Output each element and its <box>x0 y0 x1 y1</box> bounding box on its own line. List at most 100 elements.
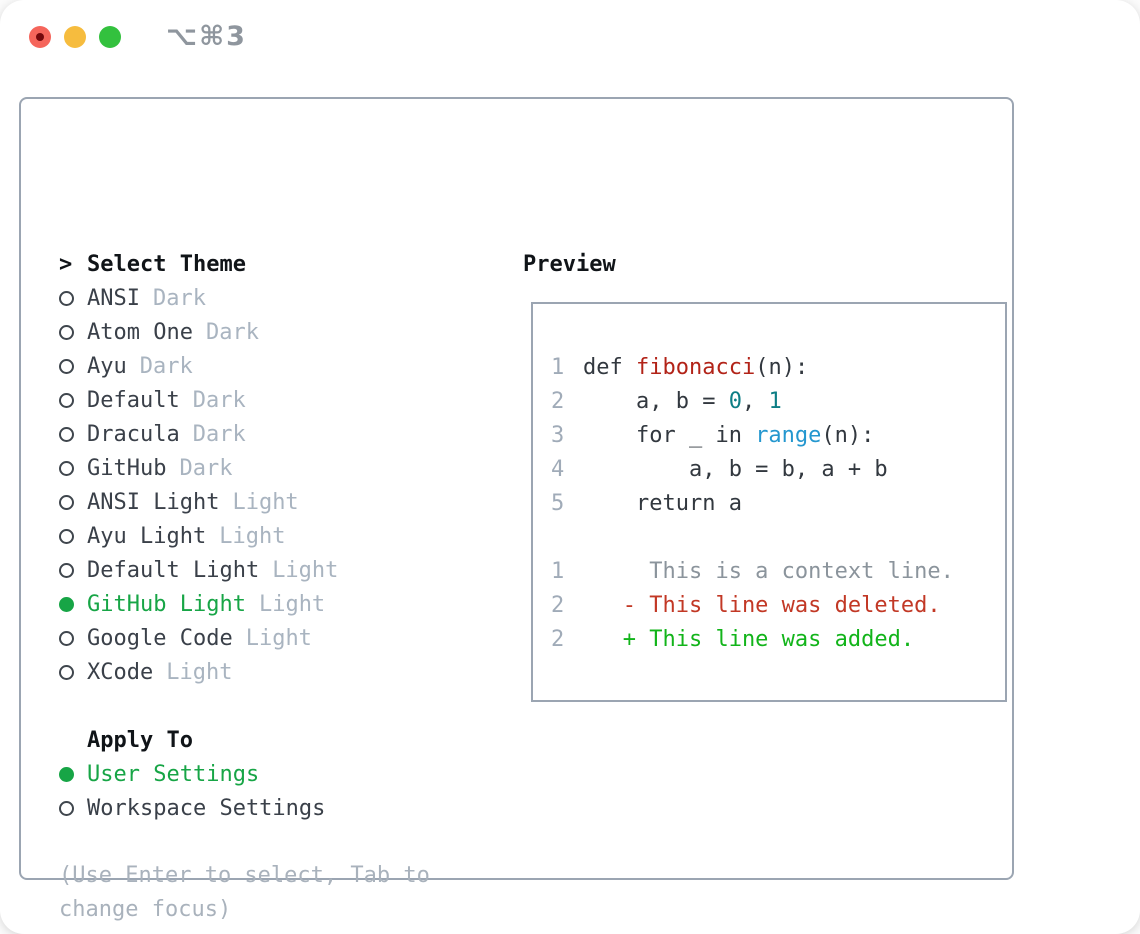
theme-item-default-light[interactable]: Default Light Light <box>59 553 338 587</box>
code-segment-code: for _ in <box>583 422 756 448</box>
apply-item-label: User Settings <box>87 761 260 787</box>
radio-column <box>59 392 87 408</box>
code-line: 4 a, b = b, a + b <box>551 452 954 486</box>
line-number: 4 <box>551 456 565 482</box>
window-shortcut-label: ⌥⌘3 <box>166 21 247 52</box>
code-line: 2 + This line was added. <box>551 622 954 656</box>
theme-name: Default <box>87 387 180 413</box>
select-theme-title: Select Theme <box>87 251 246 277</box>
radio-column <box>59 664 87 680</box>
apply-to-header: Apply To <box>59 723 325 757</box>
code-segment-num: 1 <box>768 388 782 414</box>
theme-name: Atom One <box>87 319 193 345</box>
radio-unselected-icon[interactable] <box>59 528 74 544</box>
help-line-1: (Use Enter to select, Tab to <box>59 863 430 888</box>
code-segment-added: + This line was added. <box>583 626 915 652</box>
code-segment-num: 0 <box>728 388 742 414</box>
theme-item-ansi-light[interactable]: ANSI Light Light <box>59 485 338 519</box>
radio-column <box>59 494 87 510</box>
theme-name: Ayu Light <box>87 523 207 549</box>
preview-title: Preview <box>523 251 616 277</box>
theme-item-github[interactable]: GitHub Dark <box>59 451 338 485</box>
apply-item-user-settings[interactable]: User Settings <box>59 757 325 791</box>
code-line: 3 for _ in range(n): <box>551 418 954 452</box>
select-theme-header: > Select Theme <box>59 247 338 281</box>
titlebar: ⌥⌘3 <box>0 0 1140 74</box>
apply-item-workspace-settings[interactable]: Workspace Settings <box>59 791 325 825</box>
help-line-2: change focus) <box>59 897 232 922</box>
zoom-button[interactable] <box>99 26 121 48</box>
theme-variant-badge: Light <box>272 557 339 583</box>
code-segment-builtin: range <box>755 422 822 448</box>
radio-unselected-icon[interactable] <box>59 664 74 680</box>
code-segment-code: a, b = b, a + b <box>583 456 888 482</box>
theme-variant-badge: Dark <box>179 455 233 481</box>
close-button[interactable] <box>29 26 51 48</box>
theme-variant-badge: Light <box>258 591 326 617</box>
theme-name: Dracula <box>87 421 180 447</box>
code-segment-code: def <box>583 354 636 380</box>
code-segment-func: fibonacci <box>635 354 756 380</box>
apply-to-title: Apply To <box>87 727 193 753</box>
radio-unselected-icon[interactable] <box>59 562 74 578</box>
theme-name: Default Light <box>87 557 260 583</box>
code-segment-context: This is a context line. <box>583 558 954 584</box>
radio-column <box>59 766 87 782</box>
radio-unselected-icon[interactable] <box>59 426 74 442</box>
theme-name: GitHub <box>87 455 167 481</box>
theme-variant-badge: Dark <box>192 421 246 447</box>
radio-unselected-icon[interactable] <box>59 460 74 476</box>
radio-column <box>59 562 87 578</box>
theme-item-ayu-light[interactable]: Ayu Light Light <box>59 519 338 553</box>
line-number: 1 <box>551 354 565 380</box>
radio-column <box>59 324 87 340</box>
radio-column <box>59 426 87 442</box>
code-segment-code: return a <box>583 490 742 516</box>
radio-column <box>59 290 87 306</box>
line-number: 1 <box>551 558 565 584</box>
theme-item-xcode[interactable]: XCode Light <box>59 655 338 689</box>
radio-selected-icon[interactable] <box>59 766 74 782</box>
theme-variant-badge: Light <box>166 659 233 685</box>
radio-unselected-icon[interactable] <box>59 630 74 646</box>
radio-unselected-icon[interactable] <box>59 290 74 306</box>
radio-unselected-icon[interactable] <box>59 800 74 816</box>
code-line: 5 return a <box>551 486 954 520</box>
code-line: 2 - This line was deleted. <box>551 588 954 622</box>
theme-variant-badge: Light <box>232 489 299 515</box>
theme-name: Google Code <box>87 625 233 651</box>
radio-column <box>59 596 87 612</box>
code-line: 2 a, b = 0, 1 <box>551 384 954 418</box>
line-number: 5 <box>551 490 565 516</box>
theme-name: XCode <box>87 659 154 685</box>
traffic-lights <box>29 26 121 48</box>
radio-unselected-icon[interactable] <box>59 324 74 340</box>
theme-name: ANSI <box>87 285 140 311</box>
code-segment-code: , <box>741 388 769 414</box>
radio-unselected-icon[interactable] <box>59 392 74 408</box>
theme-variant-badge: Light <box>219 523 286 549</box>
theme-variant-badge: Dark <box>139 353 193 379</box>
radio-unselected-icon[interactable] <box>59 358 74 374</box>
radio-column <box>59 460 87 476</box>
radio-unselected-icon[interactable] <box>59 494 74 510</box>
line-number: 2 <box>551 388 565 414</box>
code-line <box>551 520 954 554</box>
radio-column <box>59 800 87 816</box>
theme-item-dracula[interactable]: Dracula Dark <box>59 417 338 451</box>
theme-name: ANSI Light <box>87 489 220 515</box>
radio-selected-icon[interactable] <box>59 596 74 612</box>
minimize-button[interactable] <box>64 26 86 48</box>
